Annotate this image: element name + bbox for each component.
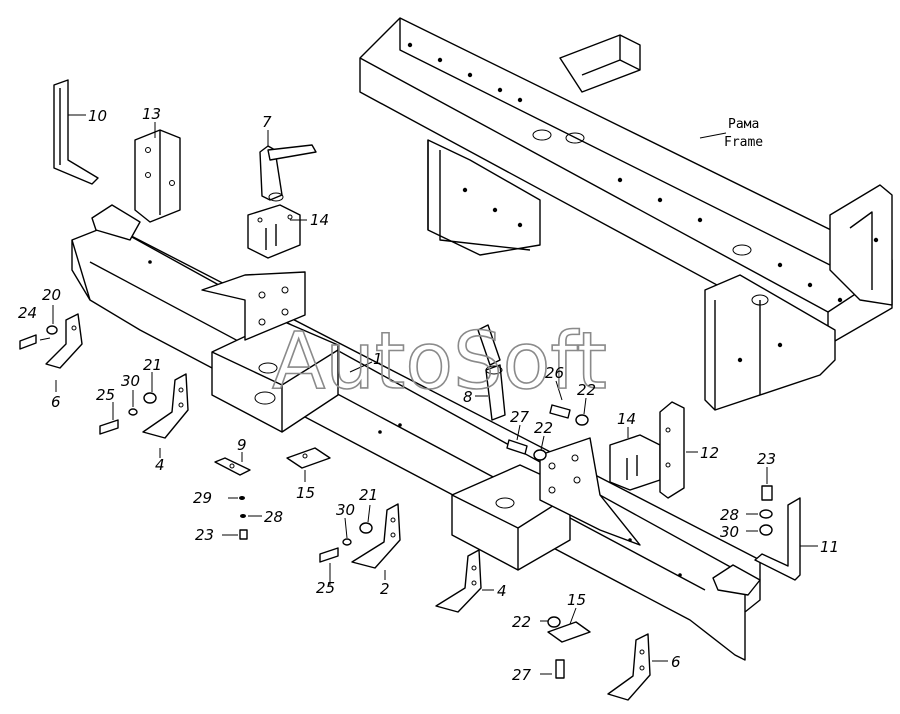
callout-29: 29 [193, 489, 212, 507]
callout-11: 11 [820, 538, 839, 556]
bracket-10 [53, 79, 99, 185]
callout-6-lower: 6 [671, 653, 681, 671]
callout-30-mid: 30 [336, 501, 355, 519]
callout-8: 8 [463, 388, 473, 406]
frame [359, 17, 893, 411]
bracket-13 [134, 129, 181, 223]
callout-14-upper: 14 [310, 211, 329, 229]
callout-24: 24 [18, 304, 37, 322]
pin-8 [477, 324, 506, 421]
frame-label-en: Frame [724, 135, 763, 150]
leader-lines [39, 114, 818, 675]
fasteners [19, 325, 773, 679]
callout-30-left: 30 [121, 372, 140, 390]
callout-22-lower: 22 [512, 613, 531, 631]
plate-14-right [609, 434, 661, 491]
plate-15-lower [547, 621, 591, 643]
callout-20: 20 [42, 286, 61, 304]
bumper-beam [71, 204, 761, 661]
callout-12: 12 [700, 444, 719, 462]
callouts: 10 13 7 14 1 20 24 6 21 30 25 4 8 9 15 2… [18, 105, 839, 684]
callout-13: 13 [142, 105, 161, 123]
callout-22-mid: 22 [534, 419, 553, 437]
callout-15-left: 15 [296, 484, 315, 502]
frame-label-ru: Рама [728, 117, 759, 132]
bracket-11 [754, 497, 801, 581]
callout-15-lower: 15 [567, 591, 586, 609]
callout-4-left: 4 [155, 456, 165, 474]
plate-15-left [286, 447, 331, 469]
callout-1: 1 [373, 350, 383, 368]
callout-25-mid: 25 [316, 579, 335, 597]
bracket-4-lower [435, 549, 482, 613]
callout-25-left: 25 [96, 386, 115, 404]
callout-22-upper: 22 [577, 381, 596, 399]
callout-28-left: 28 [264, 508, 283, 526]
strip-12 [659, 401, 685, 499]
callout-10: 10 [88, 107, 107, 125]
callout-7: 7 [262, 113, 272, 131]
pin-7 [259, 144, 317, 202]
callout-4-lower: 4 [497, 582, 507, 600]
bracket-2 [351, 503, 401, 569]
bracket-6-upper [45, 313, 83, 369]
callout-9: 9 [237, 436, 247, 454]
frame-holes [407, 42, 879, 363]
watermark: AutoSoft [272, 317, 607, 407]
callout-23-left: 23 [195, 526, 214, 544]
callout-21-left: 21 [143, 356, 162, 374]
callout-21-mid: 21 [359, 486, 378, 504]
callout-6-upper: 6 [51, 393, 61, 411]
callout-30-right: 30 [720, 523, 739, 541]
plate-14-upper [247, 204, 301, 259]
bracket-4-left [142, 373, 189, 439]
clip-9 [214, 457, 251, 476]
callout-28-right: 28 [720, 506, 739, 524]
callout-27-upper: 27 [510, 408, 530, 426]
callout-14-right: 14 [617, 410, 636, 428]
callout-27-lower: 27 [512, 666, 532, 684]
bracket-6-lower [607, 633, 651, 701]
callout-26: 26 [545, 364, 564, 382]
callout-2: 2 [380, 580, 390, 598]
callout-23-right: 23 [757, 450, 776, 468]
